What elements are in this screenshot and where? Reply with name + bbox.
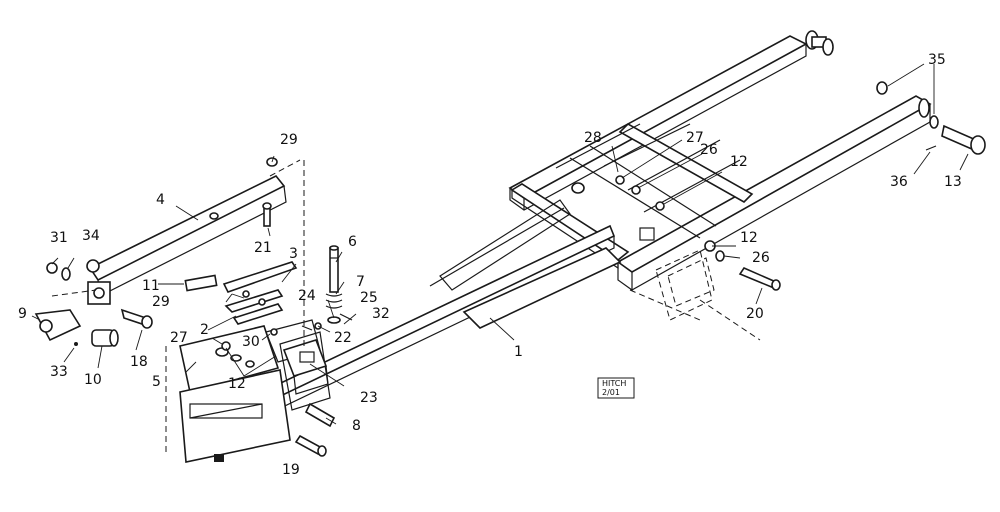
assembly-lines xyxy=(51,159,305,452)
callouts: 29 4 6 3 21 31 34 11 7 24 25 29 32 2 22 … xyxy=(18,52,962,478)
callout-33: 33 xyxy=(50,364,68,380)
leader-lines xyxy=(31,63,969,425)
callout-29b: 29 xyxy=(152,294,170,310)
callout-27b: 27 xyxy=(686,130,704,146)
callout-1: 1 xyxy=(514,344,523,360)
callout-36: 36 xyxy=(890,174,908,190)
callout-34: 34 xyxy=(82,228,100,244)
callout-10: 10 xyxy=(84,372,102,388)
tag-date: 2/01 xyxy=(602,388,620,397)
pins xyxy=(120,124,986,457)
callout-3: 3 xyxy=(289,246,298,262)
callout-8: 8 xyxy=(352,418,361,434)
callout-11: 11 xyxy=(142,278,160,294)
callout-12b: 12 xyxy=(730,154,748,170)
callout-28: 28 xyxy=(584,130,602,146)
hardware xyxy=(34,81,939,351)
tow-bar xyxy=(86,174,287,305)
jack-stand xyxy=(325,245,343,324)
tag-title: HITCH xyxy=(602,379,626,388)
callout-12a: 12 xyxy=(228,376,246,392)
callout-6: 6 xyxy=(348,234,357,250)
hidden-bracket xyxy=(629,249,761,341)
linkage-plates xyxy=(184,261,298,325)
hitch-clevis xyxy=(179,319,331,463)
callout-27a: 27 xyxy=(170,330,188,346)
callout-4: 4 xyxy=(156,192,165,208)
callout-12c: 12 xyxy=(740,230,758,246)
callout-9: 9 xyxy=(18,306,27,322)
tongue-beam xyxy=(260,199,622,415)
callout-35: 35 xyxy=(928,52,946,68)
callout-23: 23 xyxy=(360,390,378,406)
callout-26a: 26 xyxy=(700,142,718,158)
callout-21: 21 xyxy=(254,240,272,256)
callout-2: 2 xyxy=(200,322,209,338)
callout-31: 31 xyxy=(50,230,68,246)
frame-rails xyxy=(508,30,932,291)
callout-24: 24 xyxy=(298,288,316,304)
callout-22: 22 xyxy=(334,330,352,346)
callout-32: 32 xyxy=(372,306,390,322)
drawing-tag: HITCH 2/01 xyxy=(597,377,635,399)
callout-29: 29 xyxy=(280,132,298,148)
callout-19: 19 xyxy=(282,462,300,478)
callout-26b: 26 xyxy=(752,250,770,266)
callout-5: 5 xyxy=(152,374,161,390)
callout-30: 30 xyxy=(242,334,260,350)
callout-7: 7 xyxy=(356,274,365,290)
callout-18: 18 xyxy=(130,354,148,370)
callout-25: 25 xyxy=(360,290,378,306)
callout-20: 20 xyxy=(746,306,764,322)
callout-13: 13 xyxy=(944,174,962,190)
